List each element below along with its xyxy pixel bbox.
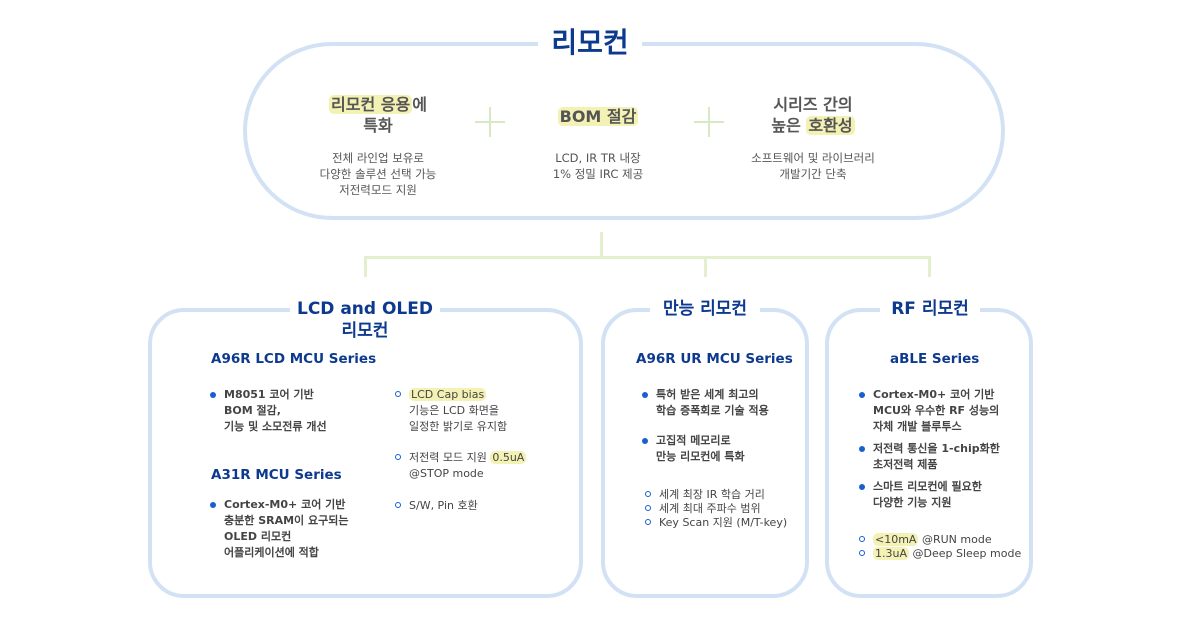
connector-trunk — [600, 232, 603, 258]
desc-line: 다양한 솔루션 선택 가능 — [319, 167, 437, 181]
ring-item: 세계 최장 IR 학습 거리 — [645, 487, 765, 503]
bullet-line: @STOP mode — [409, 467, 484, 480]
bullet-line: MCU와 우수한 RF 성능의 — [873, 404, 1000, 417]
bullet-line: 저전력 통신을 1-chip화한 — [873, 442, 1000, 455]
highlight-text: <10mA — [873, 533, 919, 546]
connector-universal — [704, 256, 707, 277]
bullet-item: 스마트 리모컨에 필요한 다양한 기능 지원 — [859, 479, 982, 511]
bullet-line: 기능 및 소모전류 개선 — [224, 420, 327, 433]
highlight-text: LCD Cap bias — [409, 388, 487, 401]
bullet-line: 초저전력 제품 — [873, 458, 938, 471]
highlight-text: 0.5uA — [490, 451, 527, 464]
feature-title: BOM 절감 — [498, 106, 698, 127]
desc-line: 소프트웨어 및 라이브러리 — [751, 151, 875, 165]
feature-desc: 전체 라인업 보유로 다양한 솔루션 선택 가능 저전력모드 지원 — [278, 150, 478, 198]
desc-line: 1% 정밀 IRC 제공 — [552, 167, 644, 181]
rf-title: RF 리모컨 — [880, 298, 980, 320]
ring-item: Key Scan 지원 (M/T-key) — [645, 515, 787, 531]
bullet-item: Cortex-M0+ 코어 기반 충분한 SRAM이 요구되는 OLED 리모컨… — [210, 497, 348, 561]
bullet-text: 저전력 모드 지원 — [409, 451, 491, 464]
bullet-line: 학습 증폭회로 기술 적용 — [656, 404, 769, 417]
bullet-item: Cortex-M0+ 코어 기반 MCU와 우수한 RF 성능의 자체 개발 블… — [859, 387, 999, 435]
ring-item: LCD Cap bias 기능은 LCD 화면을 일정한 밝기로 유지함 — [395, 387, 507, 435]
bullet-line: 다양한 기능 지원 — [873, 496, 952, 509]
feature-bom: BOM 절감 LCD, IR TR 내장 1% 정밀 IRC 제공 — [498, 106, 698, 182]
series-a96r-lcd: A96R LCD MCU Series — [211, 351, 377, 367]
bullet-line: 자체 개발 블루투스 — [873, 420, 962, 433]
desc-line: LCD, IR TR 내장 — [555, 151, 641, 165]
bullet-line: 고집적 메모리로 — [656, 434, 731, 447]
bullet-line: 만능 리모컨에 특화 — [656, 450, 745, 463]
feature-title: 시리즈 간의 높은 호환성 — [713, 94, 913, 136]
title-suffix: 에 — [412, 95, 427, 114]
bullet-line: S/W, Pin 호환 — [409, 499, 478, 512]
highlight-text: 1.3uA — [873, 547, 909, 560]
bullet-line: 스마트 리모컨에 필요한 — [873, 480, 982, 493]
title-line1: 시리즈 간의 — [773, 95, 853, 114]
plus-icon — [475, 107, 505, 137]
feature-desc: 소프트웨어 및 라이브러리 개발기간 단축 — [713, 150, 913, 182]
bullet-item: 특허 받은 세계 최고의 학습 증폭회로 기술 적용 — [642, 387, 769, 419]
bullet-text: @RUN mode — [918, 533, 992, 546]
title-line2: 특화 — [363, 116, 393, 135]
bullet-line: 기능은 LCD 화면을 — [409, 404, 499, 417]
main-title: 리모컨 — [538, 20, 642, 66]
bullet-line: 일정한 밝기로 유지함 — [409, 420, 508, 433]
series-a96r-ur: A96R UR MCU Series — [636, 351, 793, 367]
desc-line: 저전력모드 지원 — [339, 183, 417, 197]
ring-item: S/W, Pin 호환 — [395, 498, 478, 514]
ring-item: 1.3uA @Deep Sleep mode — [859, 546, 1021, 562]
connector-lcd — [364, 256, 367, 277]
bullet-item: M8051 코어 기반 BOM 절감, 기능 및 소모전류 개선 — [210, 387, 327, 435]
feature-compatibility: 시리즈 간의 높은 호환성 소프트웨어 및 라이브러리 개발기간 단축 — [713, 94, 913, 182]
connector-rf — [928, 256, 931, 277]
bullet-text: @Deep Sleep mode — [909, 547, 1022, 560]
lcd-oled-title: LCD and OLED 리모컨 — [290, 298, 440, 342]
feature-desc: LCD, IR TR 내장 1% 정밀 IRC 제공 — [498, 150, 698, 182]
bullet-line: M8051 코어 기반 — [224, 388, 314, 401]
title-line2: 리모컨 — [341, 321, 389, 341]
connector-horizontal — [364, 256, 931, 259]
bullet-line: 충분한 SRAM이 요구되는 — [224, 514, 349, 527]
bullet-line: OLED 리모컨 — [224, 530, 292, 543]
bullet-line: Cortex-M0+ 코어 기반 — [873, 388, 995, 401]
desc-line: 전체 라인업 보유로 — [332, 151, 424, 165]
bullet-item: 고집적 메모리로 만능 리모컨에 특화 — [642, 433, 745, 465]
bullet-line: BOM 절감, — [224, 404, 281, 417]
desc-line: 개발기간 단축 — [779, 167, 847, 181]
highlight-text: 호환성 — [806, 116, 855, 135]
ring-item: 저전력 모드 지원 0.5uA @STOP mode — [395, 450, 527, 482]
highlight-text: 리모컨 응용 — [329, 95, 413, 114]
bullet-line: 특허 받은 세계 최고의 — [656, 388, 759, 401]
bullet-line: 어플리케이션에 적합 — [224, 546, 319, 559]
title-prefix: 높은 — [771, 116, 807, 135]
bullet-item: 저전력 통신을 1-chip화한 초저전력 제품 — [859, 441, 1000, 473]
series-a31r: A31R MCU Series — [211, 467, 342, 483]
highlight-text: BOM 절감 — [557, 107, 639, 126]
plus-icon — [694, 107, 724, 137]
ring-item: <10mA @RUN mode — [859, 532, 992, 548]
series-able: aBLE Series — [890, 351, 980, 367]
bullet-line: Cortex-M0+ 코어 기반 — [224, 498, 346, 511]
universal-title: 만능 리모컨 — [650, 298, 760, 320]
title-line1: LCD and OLED — [296, 299, 433, 319]
ring-item: 세계 최대 주파수 범위 — [645, 501, 761, 517]
